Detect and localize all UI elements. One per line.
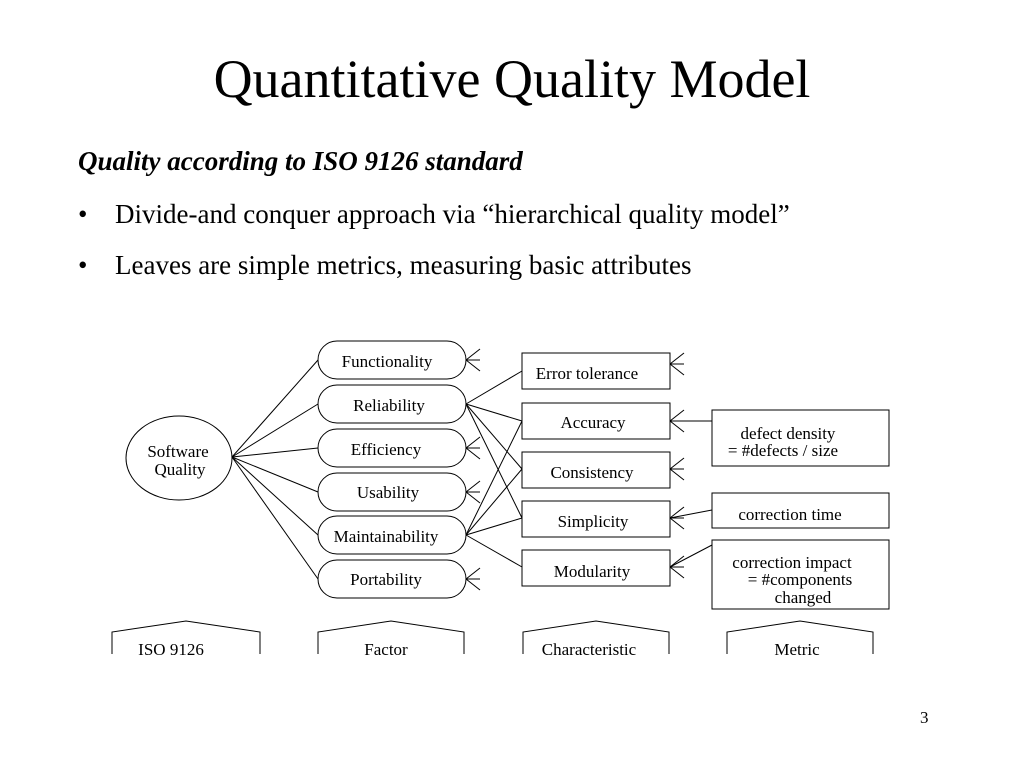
level-label: Factor <box>317 620 465 659</box>
characteristic-label: Accuracy <box>560 413 626 432</box>
metric-label-line: = #components <box>748 570 853 589</box>
fork-icon <box>669 352 685 376</box>
page-number: 3 <box>920 708 929 727</box>
fork-icon <box>669 555 685 579</box>
metric-label-line: correction impact <box>732 553 852 572</box>
root-label-line: Software <box>147 442 208 461</box>
fork-icon <box>669 409 685 433</box>
fork-icon <box>465 348 481 372</box>
factor-label: Usability <box>357 483 420 502</box>
metric-connectors <box>669 420 713 568</box>
bullet-item: • Leaves are simple metrics, measuring ba… <box>78 245 918 285</box>
fork-icon <box>669 457 685 481</box>
fork-icon <box>465 567 481 591</box>
bullet-icon: • <box>78 250 88 280</box>
factor-node: Functionality <box>317 340 467 380</box>
factor-node: Usability <box>317 472 467 512</box>
bullet-icon: • <box>78 199 88 229</box>
bullet-item: • Divide-and conquer approach via “hierar… <box>78 194 918 234</box>
metric-label-line: changed <box>775 588 832 607</box>
slide-title: Quantitative Quality Model <box>213 49 811 109</box>
bullet-text: Divide-and conquer approach via “hierarc… <box>115 199 790 229</box>
level-label: ISO 9126 <box>111 620 261 659</box>
fork-icon <box>465 436 481 460</box>
metric-node: correction impact = #components changed <box>711 539 890 610</box>
level-label-text: Metric <box>774 640 820 659</box>
metric-label-line: defect density <box>741 424 836 443</box>
characteristic-label: Modularity <box>554 562 631 581</box>
root-connectors <box>231 359 319 580</box>
metric-nodes: defect density = #defects / size correct… <box>711 409 890 610</box>
level-label: Metric <box>726 620 874 659</box>
metric-label-line: correction time <box>738 505 841 524</box>
fork-icon <box>669 506 685 530</box>
factor-connectors <box>465 370 523 568</box>
fork-icon <box>465 480 481 504</box>
characteristic-nodes: Error tolerance Accuracy Consistency Sim… <box>521 352 671 587</box>
characteristic-node: Accuracy <box>521 402 671 440</box>
metric-node: defect density = #defects / size <box>711 409 890 467</box>
bullet-list: • Divide-and conquer approach via “hierar… <box>78 194 918 296</box>
factor-label: Efficiency <box>351 440 422 459</box>
root-node: Software Quality <box>125 415 233 501</box>
characteristic-node: Simplicity <box>521 500 671 538</box>
factor-label: Portability <box>350 570 422 589</box>
characteristic-label: Error tolerance <box>536 364 638 383</box>
characteristic-label: Simplicity <box>558 512 629 531</box>
level-label-text: Characteristic <box>542 640 637 659</box>
characteristic-label: Consistency <box>550 463 634 482</box>
metric-node: correction time <box>711 492 890 529</box>
level-label: Characteristic <box>522 620 670 659</box>
factor-node: Reliability <box>317 384 467 424</box>
characteristic-node: Consistency <box>521 451 671 489</box>
characteristic-node: Modularity <box>521 549 671 587</box>
metric-label-line: = #defects / size <box>728 441 838 460</box>
factor-label: Reliability <box>353 396 425 415</box>
slide-subtitle: Quality according to ISO 9126 standard <box>78 146 523 176</box>
level-labels: ISO 9126 Factor Characteristic Metric <box>111 620 874 659</box>
characteristic-node: Error tolerance <box>521 352 671 390</box>
factor-node: Portability <box>317 559 467 599</box>
factor-label: Maintainability <box>334 527 439 546</box>
fork-icons <box>465 348 685 591</box>
bullet-text: Leaves are simple metrics, measuring bas… <box>115 250 692 280</box>
factor-node: Efficiency <box>317 428 467 468</box>
level-label-text: ISO 9126 <box>138 640 204 659</box>
factor-nodes: Functionality Reliability Efficiency Usa… <box>317 340 467 599</box>
factor-label: Functionality <box>342 352 433 371</box>
level-label-text: Factor <box>364 640 408 659</box>
factor-node: Maintainability <box>317 515 467 555</box>
root-label-line: Quality <box>155 460 206 479</box>
